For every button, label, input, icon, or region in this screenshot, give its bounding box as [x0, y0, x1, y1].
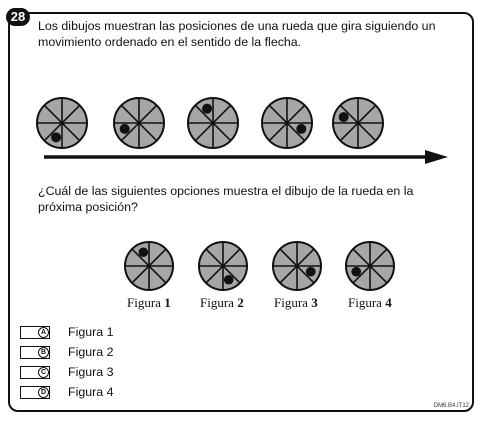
- wheel-dot: [202, 103, 213, 114]
- figure-label-number: 4: [385, 295, 392, 310]
- wheel-dot: [351, 266, 362, 277]
- figure-wheel-2: [198, 241, 248, 291]
- answer-option-c[interactable]: C Figura 3: [20, 365, 220, 380]
- figure-label-prefix: Figura: [274, 295, 312, 310]
- sequence-wheel-5: [332, 97, 384, 149]
- intro-text: Los dibujos muestran las posiciones de u…: [38, 19, 436, 49]
- sequence-wheel-4: [261, 97, 313, 149]
- wheel-spoke: [205, 248, 241, 284]
- sequence-wheel-2: [113, 97, 165, 149]
- figure-label-number: 3: [311, 295, 318, 310]
- figure-label-number: 1: [164, 295, 171, 310]
- figure-label-prefix: Figura: [200, 295, 238, 310]
- wheel-spoke: [43, 104, 81, 142]
- figure-label-2: Figura 2: [200, 295, 244, 311]
- figure-label-1: Figura 1: [127, 295, 171, 311]
- figure-label-prefix: Figura: [127, 295, 165, 310]
- wheel-spoke: [131, 248, 167, 284]
- sequence-wheel-1: [36, 97, 88, 149]
- answer-bubble-box[interactable]: [20, 326, 50, 339]
- question-number-badge: 28: [6, 8, 30, 26]
- answer-text: Figura 1: [68, 325, 114, 339]
- wheel-spoke: [279, 248, 315, 284]
- wheel-dot: [296, 123, 307, 134]
- answer-bubble-box[interactable]: [20, 366, 50, 379]
- wheel-dot: [305, 266, 316, 277]
- item-code: DM6.B4.IT12: [433, 403, 469, 409]
- wheel-spoke: [194, 104, 232, 142]
- sequence-wheel-3: [187, 97, 239, 149]
- answer-letter: C: [38, 367, 49, 378]
- figure-label-4: Figura 4: [348, 295, 392, 311]
- answer-text: Figura 4: [68, 385, 114, 399]
- figure-wheel-3: [272, 241, 322, 291]
- answer-letter: D: [38, 387, 49, 398]
- wheel-dot: [223, 274, 234, 285]
- answer-letter: A: [38, 327, 49, 338]
- figure-label-prefix: Figura: [348, 295, 386, 310]
- wheel-dot: [138, 247, 149, 258]
- answer-option-a[interactable]: A Figura 1: [20, 325, 220, 340]
- figure-wheel-4: [345, 241, 395, 291]
- figure-label-number: 2: [237, 295, 244, 310]
- answer-text: Figura 3: [68, 365, 114, 379]
- answer-bubble-box[interactable]: [20, 346, 50, 359]
- wheel-dot: [51, 132, 62, 143]
- answer-option-d[interactable]: D Figura 4: [20, 385, 220, 400]
- answer-letter: B: [38, 347, 49, 358]
- wheel-spoke: [120, 104, 158, 142]
- wheel-dot: [119, 123, 130, 134]
- figure-wheel-1: [124, 241, 174, 291]
- wheel-dot: [338, 112, 349, 123]
- wheel-spoke: [352, 248, 388, 284]
- answer-option-b[interactable]: B Figura 2: [20, 345, 220, 360]
- direction-arrow-head: [425, 150, 448, 164]
- question-text: ¿Cuál de las siguientes opciones muestra…: [38, 184, 414, 214]
- figure-label-3: Figura 3: [274, 295, 318, 311]
- answer-bubble-box[interactable]: [20, 386, 50, 399]
- question-card: 28: [6, 8, 474, 412]
- answer-text: Figura 2: [68, 345, 114, 359]
- wheel-spoke: [339, 104, 377, 142]
- wheel-spoke: [268, 104, 306, 142]
